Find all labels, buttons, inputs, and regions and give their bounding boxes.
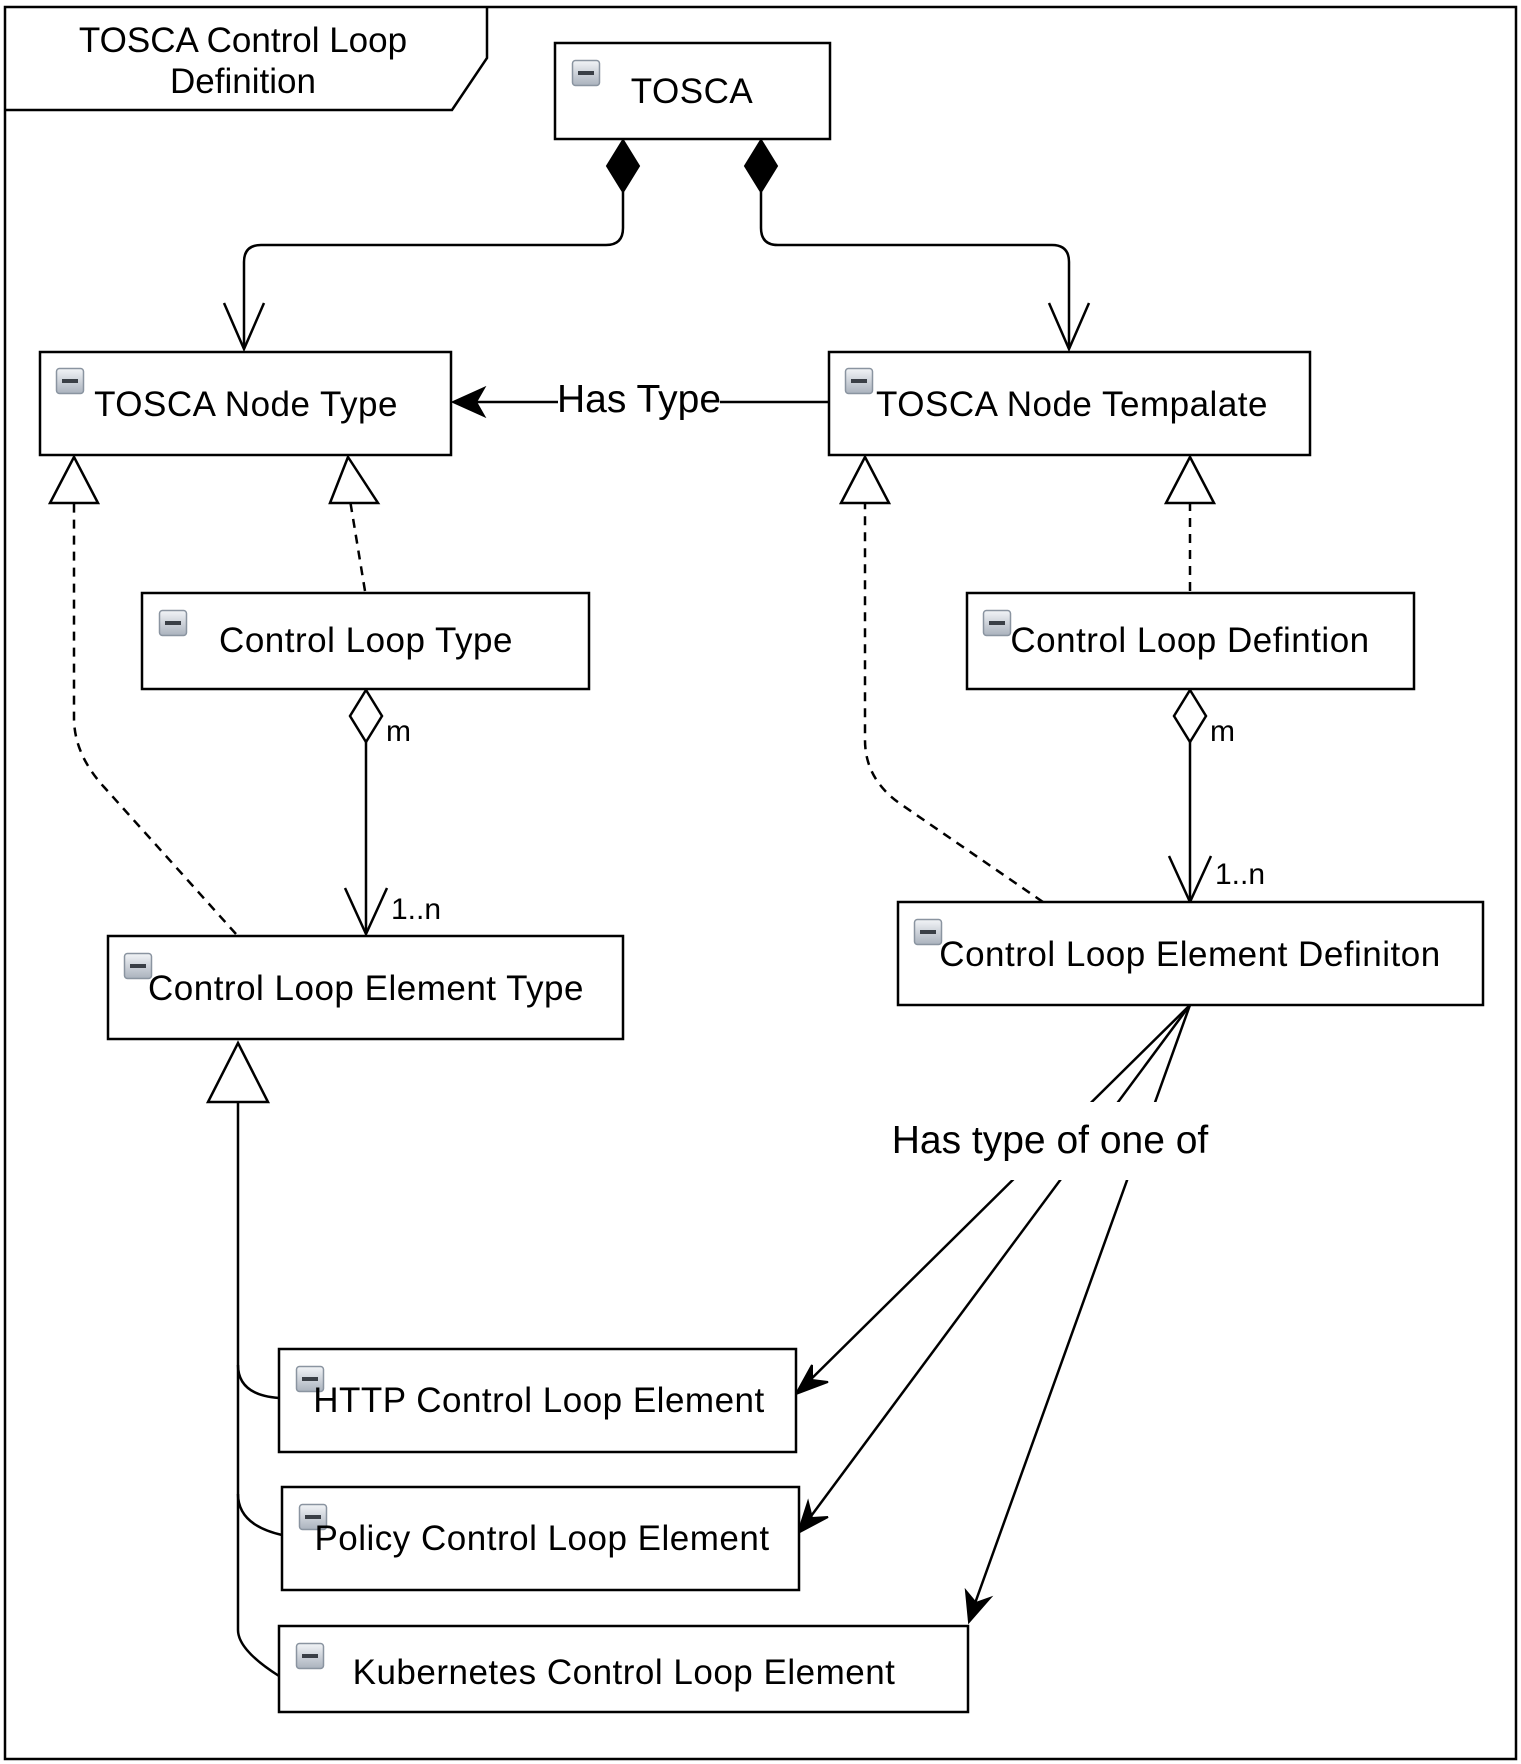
collapse-icon[interactable] [913,918,943,946]
node-control-loop-type-label: Control Loop Type [219,621,513,660]
aggregation-diamond-cld-cled [1172,687,1208,745]
generalization-edge-kubernetes[interactable] [236,1494,280,1678]
aggregation-arrowhead-clt-clet [343,887,389,938]
has-type-of-one-of-arrowhead-kubernetes [964,1587,994,1625]
has-type-of-one-of-arrowhead-policy [796,1498,829,1536]
node-control-loop-element-type[interactable]: Control Loop Element Type [106,934,625,1041]
collapse-icon[interactable] [844,367,874,395]
frame-title-line-1: TOSCA Control Loop [79,21,407,60]
collapse-icon[interactable] [55,367,85,395]
composition-arrowhead-tosca-node-type [222,302,266,353]
node-control-loop-type[interactable]: Control Loop Type [140,591,591,691]
realization-triangle-clt-node-type [328,454,381,505]
multiplicity-1n-right: 1..n [1215,858,1265,891]
realization-edge-clt-node-type[interactable] [348,499,367,592]
node-control-loop-element-type-label: Control Loop Element Type [148,969,584,1008]
composition-diamond-tosca-node-template [743,138,779,194]
node-kubernetes-control-loop-element[interactable]: Kubernetes Control Loop Element [277,1624,970,1714]
composition-arrowhead-tosca-node-template [1047,302,1091,353]
node-tosca-node-type-label: TOSCA Node Type [94,385,398,424]
node-control-loop-element-definition-label: Control Loop Element Definiton [939,935,1440,974]
composition-edge-tosca-node-type[interactable] [242,192,625,349]
multiplicity-1n-left: 1..n [391,893,441,926]
node-tosca[interactable]: TOSCA [553,41,832,141]
node-policy-control-loop-element[interactable]: Policy Control Loop Element [280,1485,801,1592]
has-type-of-one-of-label: Has type of one of [892,1119,1209,1162]
frame-title-tab [5,7,489,112]
node-kubernetes-control-loop-element-label: Kubernetes Control Loop Element [353,1653,896,1692]
has-type-of-one-of-edge-policy[interactable] [798,1004,1192,1532]
has-type-arrowhead [450,385,487,419]
node-control-loop-definition-label: Control Loop Defintion [1010,621,1369,660]
node-control-loop-element-definition[interactable]: Control Loop Element Definiton [896,900,1485,1007]
has-type-of-one-of-edge-kubernetes[interactable] [967,1004,1192,1621]
node-http-control-loop-element[interactable]: HTTP Control Loop Element [277,1347,798,1454]
collapse-icon[interactable] [158,609,188,637]
collapse-icon[interactable] [295,1642,325,1670]
has-type-label-bg [558,378,720,422]
composition-diamond-tosca-node-type [605,138,641,194]
realization-edge-clet-node-type[interactable] [72,503,237,935]
has-type-of-one-of-edge-http[interactable] [797,1004,1191,1393]
realization-triangle-clet-node-type [47,454,101,505]
realization-triangle-cld-node-template [1163,454,1217,505]
multiplicity-m-left: m [386,715,411,748]
node-tosca-node-template-label: TOSCA Node Tempalate [876,385,1268,424]
composition-edge-tosca-node-template[interactable] [759,192,1071,349]
realization-triangle-cled-node-template [838,454,892,505]
node-control-loop-definition[interactable]: Control Loop Defintion [965,591,1416,691]
aggregation-diamond-clt-clet [348,687,384,745]
generalization-triangle-clet [205,1040,271,1104]
node-policy-control-loop-element-label: Policy Control Loop Element [314,1519,769,1558]
generalization-edge-policy[interactable] [236,1365,283,1537]
has-type-of-one-of-arrowhead-http [793,1364,829,1396]
collapse-icon[interactable] [982,609,1012,637]
node-tosca-node-type[interactable]: TOSCA Node Type [38,350,453,457]
realization-edge-cled-node-template[interactable] [863,503,1044,904]
has-type-of-one-of-label-bg [870,1102,1226,1180]
has-type-label: Has Type [557,378,721,421]
multiplicity-m-right: m [1210,715,1235,748]
diagram-frame [3,5,1518,1761]
node-tosca-label: TOSCA [631,72,754,111]
collapse-icon[interactable] [571,59,601,87]
node-tosca-node-template[interactable]: TOSCA Node Tempalate [827,350,1312,457]
node-http-control-loop-element-label: HTTP Control Loop Element [313,1381,765,1420]
generalization-edge-http[interactable] [236,1102,280,1400]
frame-title-line-2: Definition [170,62,316,101]
